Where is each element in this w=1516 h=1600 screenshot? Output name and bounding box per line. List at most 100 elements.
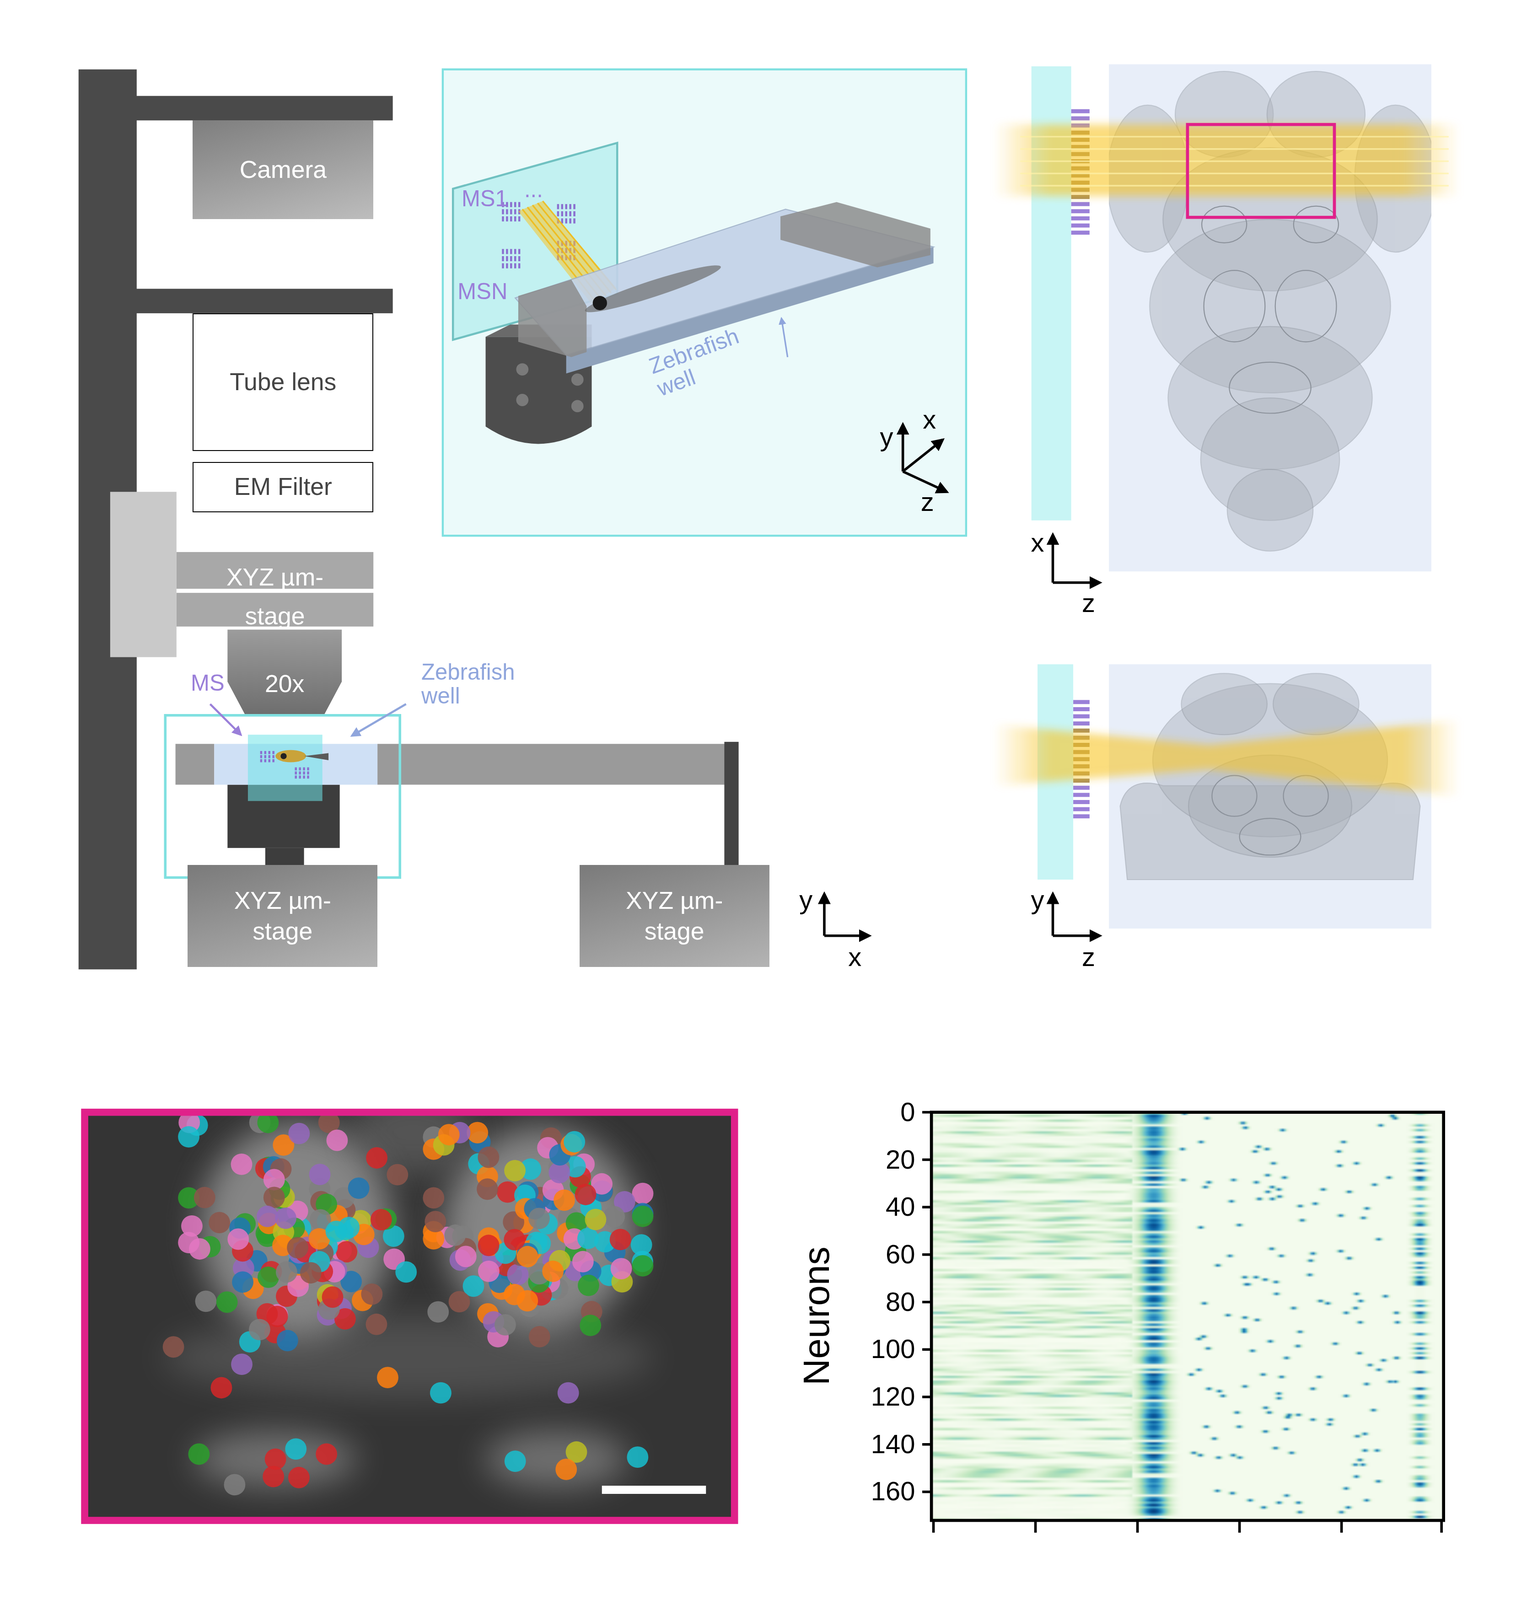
zoom-frame — [165, 715, 400, 878]
metasurface-dot — [505, 216, 508, 222]
metasurface-element — [1073, 792, 1090, 797]
metasurface-dot — [510, 216, 512, 222]
neuron-roi — [177, 1126, 200, 1148]
metasurface-dot — [268, 759, 271, 763]
brain-region — [1273, 673, 1359, 735]
brain-structure — [1275, 270, 1337, 342]
metasurface-dot — [264, 751, 267, 755]
tissue-glow — [351, 1112, 475, 1174]
tissue-glow — [443, 1127, 638, 1332]
neuron-roi — [503, 1284, 526, 1306]
neuron-roi — [395, 1261, 417, 1283]
brain-region — [1227, 469, 1313, 551]
neuron-roi — [322, 1286, 344, 1308]
neuron-roi — [528, 1326, 551, 1348]
metasurface-dot — [501, 263, 504, 269]
well-arm — [377, 743, 727, 785]
neuron-roi — [325, 1220, 348, 1243]
metasurface-dot — [302, 767, 305, 771]
metasurface-dot — [561, 204, 564, 210]
apparatus-box: 20x — [227, 629, 342, 715]
neuron-roi — [504, 1450, 527, 1473]
neuron-roi — [478, 1260, 500, 1283]
brain-structure — [1229, 362, 1311, 414]
neuron-roi — [231, 1271, 254, 1293]
metasurface-dot — [510, 202, 512, 208]
metasurface-dot — [501, 248, 504, 254]
neuron-roi — [231, 1153, 253, 1176]
neuron-roi — [263, 1186, 285, 1209]
neuron-roi — [503, 1229, 526, 1251]
well-end-block — [780, 202, 931, 268]
axis-tick — [922, 1158, 932, 1162]
metasurface-dot — [302, 775, 305, 779]
tick-label: 120 — [870, 1382, 916, 1411]
metasurface-element — [1073, 699, 1090, 705]
neuron-roi — [216, 1291, 238, 1313]
neuron-roi — [572, 1251, 594, 1273]
brain-region — [1181, 673, 1268, 735]
axis-arrow — [1051, 893, 1055, 936]
support-arm — [112, 288, 393, 314]
well-end-block — [518, 279, 587, 358]
neuron-roi — [300, 1262, 322, 1284]
neuron-roi — [188, 1443, 210, 1466]
axis-arrow — [824, 934, 870, 938]
tissue-glow — [484, 1430, 628, 1489]
tick-label: 140 — [870, 1429, 916, 1458]
metasurface-dot — [557, 211, 560, 217]
neuron-roi — [224, 1473, 246, 1496]
neuron-roi — [274, 1207, 297, 1230]
metasurface-dot — [501, 256, 504, 262]
axis-tick — [1440, 1520, 1443, 1533]
neuron-roi — [504, 1160, 526, 1182]
metasurface-element — [1071, 116, 1090, 121]
zebrafish — [275, 750, 307, 763]
metasurface-dot — [561, 211, 564, 217]
neuron-roi — [266, 1306, 289, 1328]
brain-front-view — [994, 664, 1459, 936]
holder-bolt — [571, 373, 584, 386]
neuron-roi — [326, 1129, 348, 1152]
neuron-roi — [315, 1443, 338, 1466]
metasurface-dot — [573, 211, 576, 217]
neuron-roi — [575, 1183, 597, 1206]
metasurface-element — [1071, 216, 1090, 221]
box-label: Tube lens — [229, 366, 337, 398]
neuron-roi — [286, 1236, 309, 1259]
metasurface-dot — [518, 248, 521, 254]
light-sheet-band — [994, 124, 1459, 196]
brain-structure — [1201, 206, 1247, 243]
axis-tick — [1136, 1520, 1140, 1533]
neuron-roi — [195, 1290, 217, 1312]
box-label: 20x — [264, 668, 305, 700]
neuron-roi — [585, 1209, 607, 1231]
box-label: XYZ µm-stage — [608, 885, 740, 947]
tick-label: 60 — [885, 1240, 915, 1269]
metasurface-dot — [569, 204, 571, 210]
brain-structure — [1239, 818, 1301, 855]
metasurface-dot — [505, 263, 508, 269]
neuron-roi — [188, 1238, 211, 1260]
holder-bolt — [571, 400, 584, 413]
neuron-roi — [430, 1382, 452, 1404]
neuron-roi — [181, 1215, 203, 1237]
metasurface-dot — [306, 767, 309, 771]
figure-label: z — [1081, 589, 1096, 618]
axis-tick — [922, 1300, 932, 1304]
metasurface-element — [1071, 109, 1090, 114]
metasurface-plate — [247, 734, 323, 802]
axis-tick — [922, 1253, 932, 1257]
image-frame — [84, 1112, 735, 1521]
figure-label: x — [848, 942, 862, 971]
metasurface-element — [1071, 202, 1090, 207]
metasurface-dot — [306, 775, 309, 779]
apparatus-box: XYZ µm-stage — [579, 865, 770, 968]
figure-label: x — [1031, 528, 1045, 557]
brain-panel — [1108, 664, 1432, 929]
leader-arrow — [209, 704, 241, 735]
neuron-roi — [603, 1205, 625, 1228]
axis-arrow — [903, 440, 943, 472]
metasurface-dot — [510, 263, 512, 269]
